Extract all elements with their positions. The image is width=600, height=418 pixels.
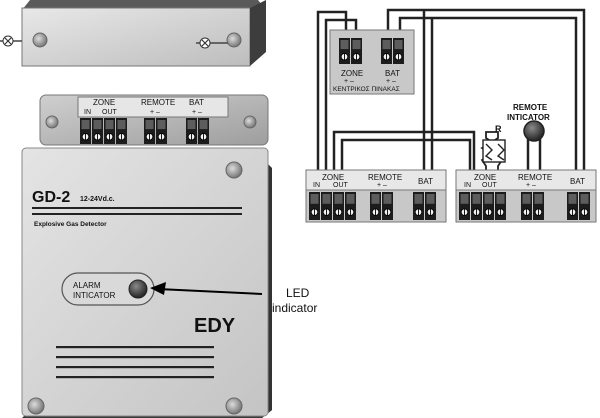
panel-terminal-block bbox=[339, 38, 404, 64]
right-block-terminal-5 bbox=[521, 192, 532, 220]
left-zone-in: IN bbox=[313, 182, 320, 189]
alarm-indicator-panel bbox=[61, 272, 155, 306]
left-block-terminal-3 bbox=[333, 192, 344, 220]
left-block-terminal-8 bbox=[425, 192, 436, 220]
device-terminal-7 bbox=[186, 118, 197, 144]
panel-terminal-3 bbox=[381, 38, 392, 64]
left-remote-label: REMOTE bbox=[368, 173, 402, 182]
remote-label-2: INTICATOR bbox=[507, 113, 550, 122]
right-block-terminal-6 bbox=[533, 192, 544, 220]
left-block-terminal-2 bbox=[321, 192, 332, 220]
right-zone-out: OUT bbox=[482, 182, 498, 189]
vent-slots bbox=[56, 346, 214, 379]
left-block-terminal-6 bbox=[382, 192, 393, 220]
left-block-terminal-1 bbox=[309, 192, 320, 220]
cover-hole-right bbox=[226, 32, 242, 48]
left-zone-label: ZONE bbox=[322, 173, 344, 182]
right-remote-label: REMOTE bbox=[518, 173, 552, 182]
right-zone-in: IN bbox=[464, 182, 471, 189]
cover-hole-left bbox=[32, 32, 48, 48]
right-block-terminal-3 bbox=[483, 192, 494, 220]
right-bat-label: BAT bbox=[570, 177, 585, 186]
left-remote-polarity: + – bbox=[377, 182, 387, 189]
remote-label-1: REMOTE bbox=[513, 103, 548, 112]
right-block-terminal-7 bbox=[567, 192, 578, 220]
device-remote-polarity: + – bbox=[150, 109, 160, 116]
panel-terminal-2 bbox=[351, 38, 362, 64]
front-rule-2 bbox=[32, 213, 242, 215]
right-zone-label: ZONE bbox=[474, 173, 496, 182]
left-block-terminal-4 bbox=[345, 192, 356, 220]
voltage-label: 12-24Vd.c. bbox=[80, 196, 115, 203]
right-block-terminal-2 bbox=[471, 192, 482, 220]
device-zone-label: ZONE bbox=[93, 98, 115, 107]
front-rule-1 bbox=[32, 207, 242, 209]
screw-left-icon bbox=[0, 35, 22, 47]
resistor-icon bbox=[480, 131, 506, 176]
resistor-label: R bbox=[495, 124, 502, 134]
left-block-terminal-5 bbox=[370, 192, 381, 220]
device-terminal-1 bbox=[80, 118, 91, 144]
brand-logo: EDY bbox=[194, 315, 236, 337]
panel-zone-label: ZONE bbox=[341, 69, 363, 78]
device-terminal-5 bbox=[144, 118, 155, 144]
device-remote-label: REMOTE bbox=[141, 98, 175, 107]
device-terminal-3 bbox=[104, 118, 115, 144]
base-hole-left bbox=[45, 115, 59, 129]
panel-caption: ΚΕΝΤΡΙΚΟΣ ΠΙΝΑΚΑΣ bbox=[333, 86, 400, 93]
device-bat-polarity: + – bbox=[192, 109, 202, 116]
front-screw-top bbox=[225, 161, 243, 179]
detector-terminal-block bbox=[80, 118, 209, 144]
panel-terminal-4 bbox=[393, 38, 404, 64]
left-block-terminal-7 bbox=[413, 192, 424, 220]
right-block-terminal-8 bbox=[579, 192, 590, 220]
remote-indicator-icon bbox=[523, 120, 545, 142]
right-block-terminal-1 bbox=[459, 192, 470, 220]
left-zone-out: OUT bbox=[333, 182, 349, 189]
device-terminal-6 bbox=[156, 118, 167, 144]
panel-zone-polarity: + – bbox=[344, 78, 354, 85]
panel-bat-label: BAT bbox=[385, 69, 400, 78]
model-label: GD-2 bbox=[32, 189, 70, 206]
front-screw-bottom bbox=[27, 397, 45, 415]
right-block-terminal-4 bbox=[495, 192, 506, 220]
callout-line-1: LED bbox=[286, 286, 310, 300]
screw-right-icon bbox=[196, 37, 228, 49]
alarm-label-1: ALARM bbox=[73, 281, 101, 290]
device-terminal-8 bbox=[198, 118, 209, 144]
callout-line-2: indicator bbox=[272, 301, 317, 315]
detector-subtitle: Explosive Gas Detector bbox=[34, 221, 107, 228]
alarm-label-2: INTICATOR bbox=[73, 291, 116, 300]
device-zone-in: IN bbox=[84, 109, 91, 116]
device-terminal-2 bbox=[92, 118, 103, 144]
device-terminal-4 bbox=[116, 118, 127, 144]
right-remote-polarity: + – bbox=[526, 182, 536, 189]
panel-terminal-1 bbox=[339, 38, 350, 64]
device-zone-out: OUT bbox=[102, 109, 118, 116]
led-indicator-icon bbox=[128, 279, 148, 299]
device-bat-label: BAT bbox=[189, 98, 204, 107]
callout-arrow bbox=[150, 282, 263, 295]
detector-cover bbox=[21, 0, 266, 67]
wiring-lines bbox=[316, 8, 586, 176]
panel-bat-polarity: + – bbox=[386, 78, 396, 85]
left-bat-label: BAT bbox=[418, 177, 433, 186]
front-screw-bottom-right bbox=[225, 397, 243, 415]
base-hole-right bbox=[243, 115, 257, 129]
